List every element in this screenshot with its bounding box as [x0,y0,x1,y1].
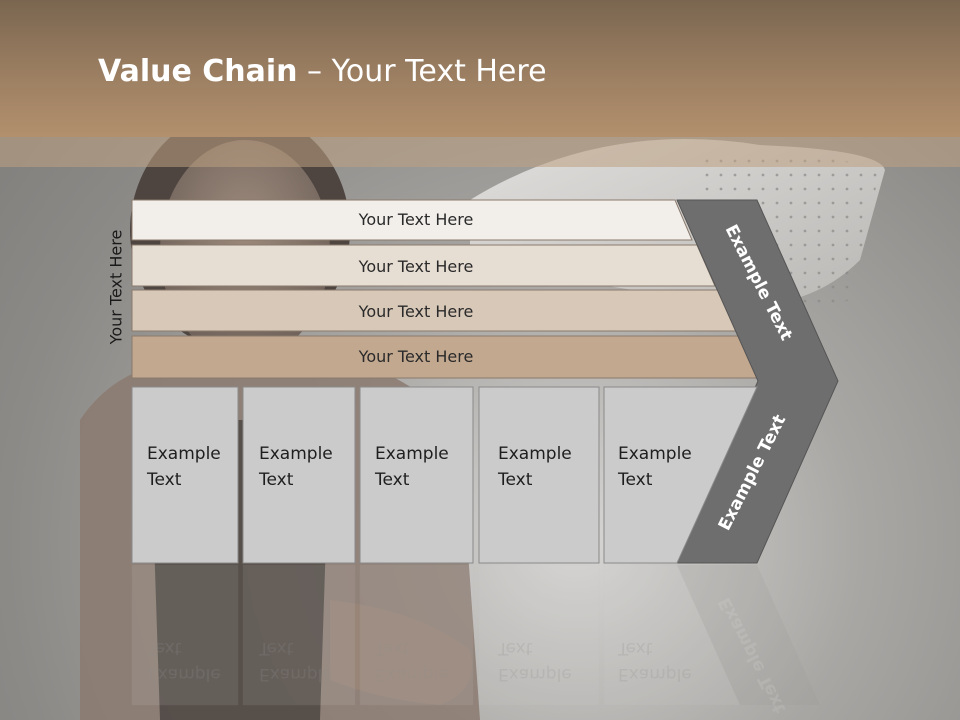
box-3-line2: Text [374,470,410,490]
box-1-shape [131,386,239,564]
box-3[interactable]: Example Text [359,386,474,564]
box-3-shape [359,386,474,564]
box-2-line2: Text [258,470,294,490]
bar-1[interactable]: Your Text Here [131,199,693,241]
box-4-line2: Text [497,470,533,490]
box-3-reflection-line1: Example [375,664,449,684]
box-2[interactable]: Example Text [242,386,356,564]
box-4[interactable]: Example Text [478,386,600,564]
box-2-reflection-line1: Example [259,664,333,684]
box-1-reflection [131,564,239,706]
box-2-reflection-line2: Text [258,638,294,658]
box-5-shape [603,386,758,564]
box-1-reflection-line2: Text [146,638,182,658]
box-1-line1: Example [147,444,221,464]
box-2-line1: Example [259,444,333,464]
box-1-reflection-line1: Example [147,664,221,684]
box-3-line1: Example [375,444,449,464]
reflection: Example Text Example Text Example Text E… [131,564,820,716]
bar-4-label: Your Text Here [358,347,474,366]
box-5-line2: Text [617,470,653,490]
box-4-shape [478,386,600,564]
box-5-line1: Example [618,444,692,464]
box-4-reflection-line1: Example [498,664,572,684]
box-1-line2: Text [146,470,182,490]
box-4-line1: Example [498,444,572,464]
chevron-reflection [677,565,820,705]
chevron-shape [676,199,839,564]
box-4-reflection-line2: Text [497,638,533,658]
box-5[interactable]: Example Text [603,386,758,564]
title-band [0,0,960,137]
box-5-reflection-line2: Text [617,638,653,658]
bar-4[interactable]: Your Text Here [131,335,765,379]
box-5-reflection-line1: Example [618,664,692,684]
title-strip [0,137,960,167]
box-3-reflection [359,564,474,706]
box-5-reflection [603,564,741,706]
box-2-shape [242,386,356,564]
box-4-reflection [478,564,600,706]
bar-1-shape [131,199,693,241]
slide-title: Value Chain – Your Text Here [98,54,547,89]
title-rest: – Your Text Here [297,54,547,89]
bar-3[interactable]: Your Text Here [131,289,740,332]
bar-2-label: Your Text Here [358,257,474,276]
box-2-reflection [242,564,356,706]
bar-2[interactable]: Your Text Here [131,244,716,287]
bar-1-label: Your Text Here [358,210,474,229]
box-1[interactable]: Example Text [131,386,239,564]
box-3-reflection-line2: Text [374,638,410,658]
title-bold: Value Chain [98,54,298,89]
bar-3-label: Your Text Here [358,302,474,321]
